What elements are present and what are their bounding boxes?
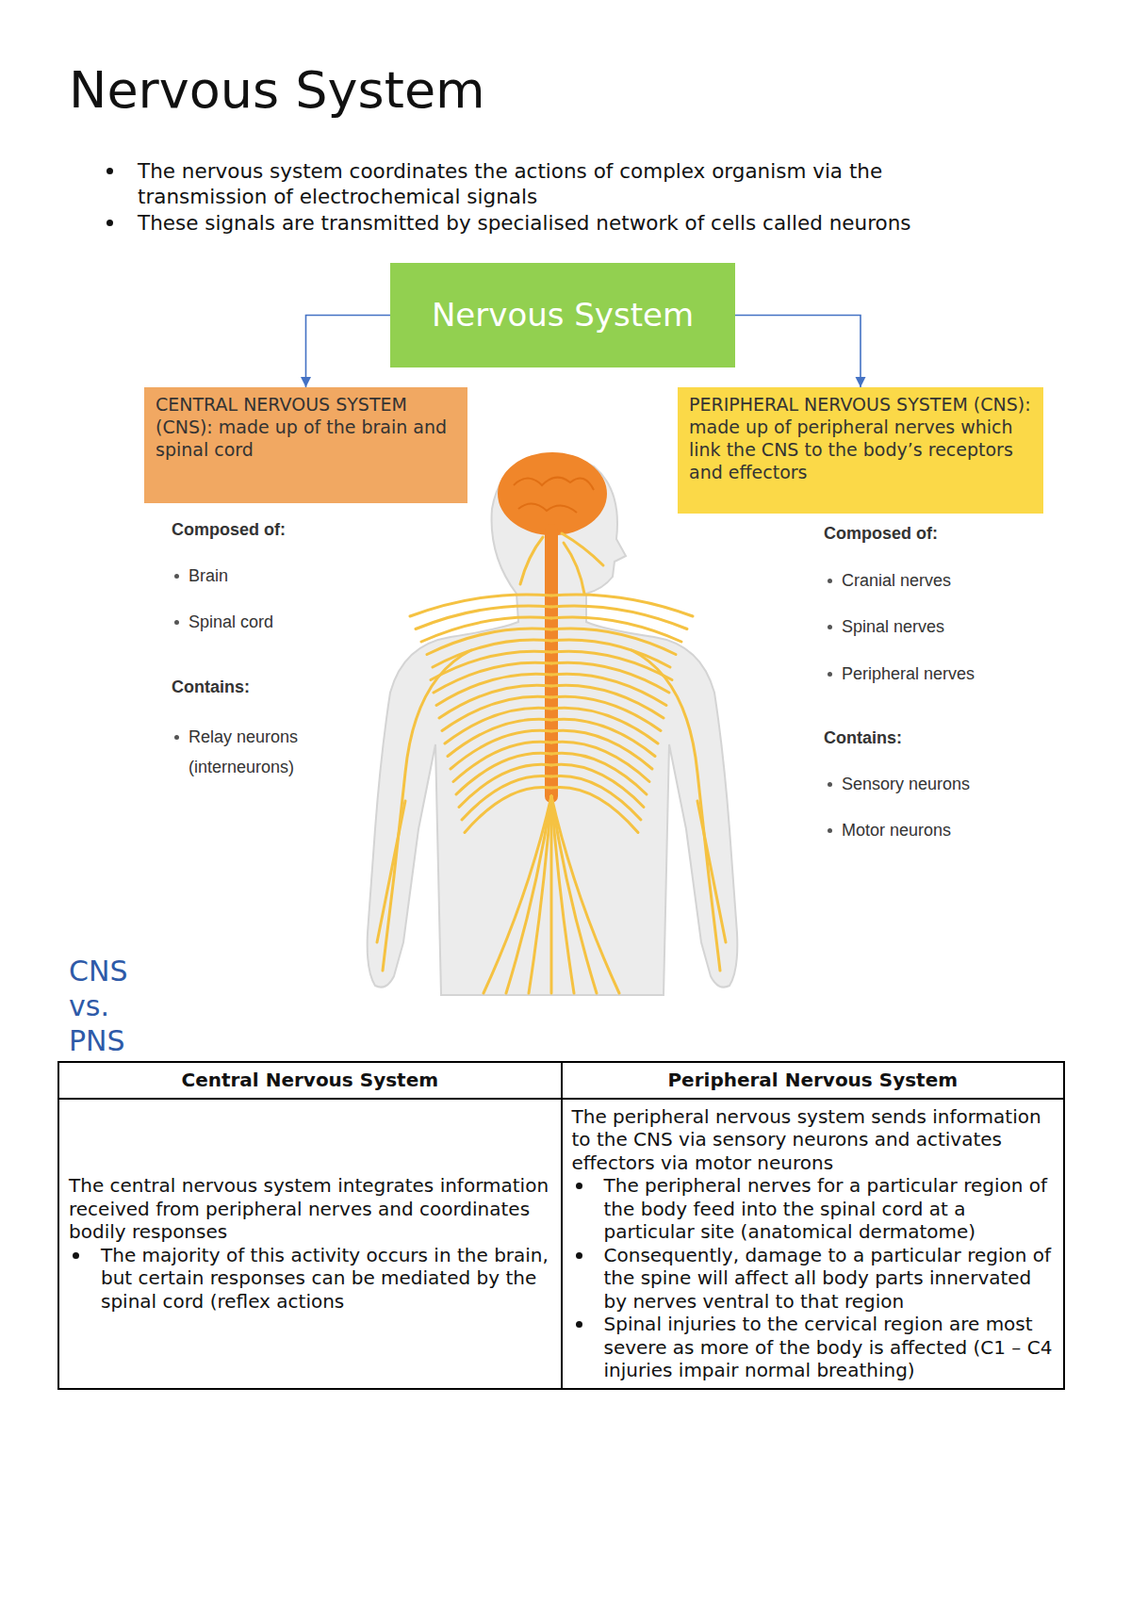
- list-heading: Composed of:: [171, 518, 286, 541]
- table-text: Consequently, damage to a particular reg…: [604, 1244, 1052, 1313]
- bullet-dot: [106, 219, 114, 227]
- bullet-dot: [174, 735, 180, 740]
- bullet-item: Consequently, damage to a particular reg…: [572, 1244, 1055, 1314]
- table-text: The central nervous system integrates in…: [68, 1174, 552, 1245]
- cauda-nerve: [528, 796, 552, 994]
- bullet-dot: [174, 573, 180, 579]
- bullet-dot: [575, 1252, 583, 1260]
- connector-arrow: [735, 315, 861, 389]
- list-heading: Contains:: [171, 675, 250, 699]
- section-heading: CNS vs. PNS: [68, 953, 145, 1059]
- list-item: Cranial nerves: [841, 569, 951, 592]
- table-header-text: Peripheral Nervous System: [572, 1068, 1055, 1093]
- bullet-item: Spinal injuries to the cervical region a…: [572, 1312, 1055, 1383]
- bullet-dot: [174, 620, 180, 625]
- bullet-dot: [106, 167, 114, 175]
- list-heading: Contains:: [823, 726, 902, 750]
- node-text: Nervous System: [401, 295, 724, 336]
- comparison-table: Central Nervous System Peripheral Nervous…: [57, 1061, 1066, 1391]
- table-header-text: Central Nervous System: [68, 1068, 552, 1093]
- intro-bullet: The nervous system coordinates the actio…: [137, 158, 996, 210]
- list-item: Motor neurons: [841, 819, 951, 842]
- table-text: The majority of this activity occurs in …: [100, 1244, 549, 1313]
- nerve: [436, 673, 552, 705]
- table-text: The peripheral nerves for a particular r…: [604, 1174, 1049, 1244]
- root-box: Nervous System: [390, 262, 736, 368]
- bullet-dot: [575, 1321, 583, 1328]
- connector-arrow: [306, 315, 392, 389]
- arm-nerve: [697, 801, 726, 943]
- nerve: [551, 673, 667, 705]
- face-nerve: [520, 537, 543, 585]
- page-title: Nervous System: [68, 60, 486, 121]
- cauda-nerve: [506, 796, 552, 994]
- table-text: The peripheral nervous system sends info…: [572, 1105, 1055, 1176]
- nerve: [551, 685, 664, 719]
- table-header-cell: Central Nervous System: [58, 1062, 562, 1099]
- arm-nerve: [631, 650, 721, 971]
- brain-folds: [513, 477, 594, 513]
- bullet-item: The majority of this activity occurs in …: [68, 1244, 552, 1314]
- nerve: [551, 662, 670, 693]
- face-nerve: [563, 542, 585, 594]
- bullet-dot: [575, 1182, 583, 1190]
- cns-box: CENTRAL NERVOUS SYSTEM (CNS): made up of…: [144, 387, 468, 504]
- bullet-dot: [827, 828, 833, 834]
- nerve: [464, 786, 552, 833]
- list-item: Sensory neurons: [841, 772, 970, 796]
- table-row: Central Nervous System Peripheral Nervous…: [58, 1062, 1065, 1099]
- bullet-dot: [827, 672, 833, 677]
- table-header-cell: Peripheral Nervous System: [561, 1062, 1066, 1099]
- table-cell: The central nervous system integrates in…: [58, 1098, 562, 1390]
- nerve: [433, 662, 552, 693]
- body-silhouette: [367, 454, 738, 996]
- cauda-nerve: [551, 796, 620, 994]
- bullet-item: The peripheral nerves for a particular r…: [572, 1174, 1055, 1245]
- bullet-dot: [827, 624, 833, 630]
- list-heading: Composed of:: [823, 522, 938, 545]
- list-item: Brain: [188, 564, 229, 588]
- list-item: Spinal cord: [188, 610, 274, 634]
- cauda-nerve: [483, 796, 552, 994]
- table-row: The central nervous system integrates in…: [58, 1098, 1065, 1390]
- list-item: Spinal nerves: [841, 615, 945, 639]
- table-cell: The peripheral nervous system sends info…: [561, 1098, 1066, 1390]
- node-text: CENTRAL NERVOUS SYSTEM (CNS): made up of…: [155, 393, 457, 461]
- list-item: Relay neurons (interneurons): [188, 721, 349, 783]
- bullet-dot: [827, 578, 833, 584]
- pns-box: PERIPHERAL NERVOUS SYSTEM (CNS): made up…: [677, 387, 1044, 514]
- arm-nerve: [382, 650, 472, 971]
- list-item: Peripheral nerves: [841, 662, 975, 686]
- bullet-dot: [827, 782, 833, 787]
- bullet-dot: [72, 1252, 80, 1260]
- nerve: [551, 786, 639, 833]
- brain: [497, 452, 607, 536]
- arm-nerve: [377, 801, 406, 943]
- intro-bullet: These signals are transmitted by special…: [137, 210, 996, 236]
- cauda-nerve: [550, 796, 554, 994]
- nerve: [439, 685, 552, 719]
- node-text: PERIPHERAL NERVOUS SYSTEM (CNS): made up…: [688, 393, 1033, 484]
- table-text: Spinal injuries to the cervical region a…: [604, 1312, 1053, 1382]
- nerve-group: [377, 533, 726, 994]
